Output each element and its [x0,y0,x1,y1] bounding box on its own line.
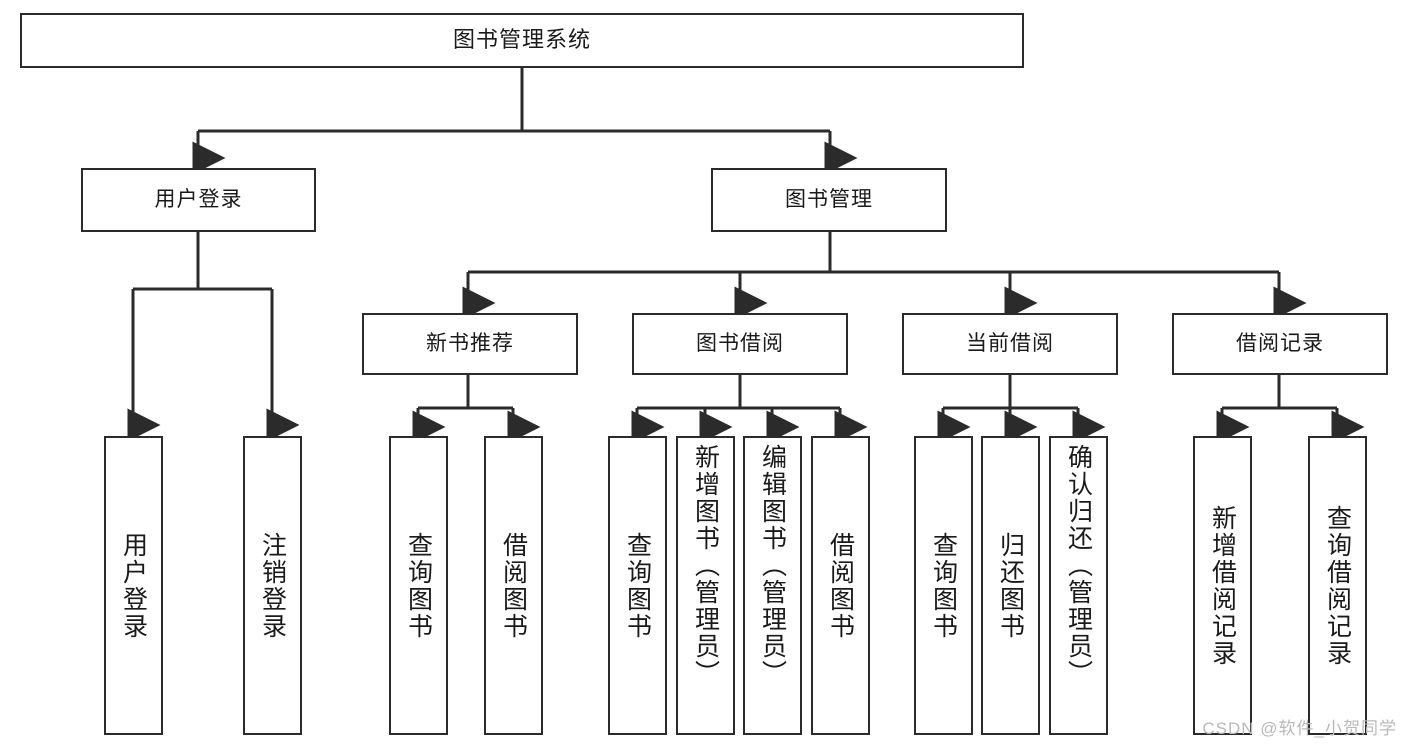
node-label: 确认归还（管理员） [1064,444,1093,687]
node-label: 图书管理系统 [452,27,591,53]
node-book-manage[interactable]: 图书管理 [711,168,947,232]
node-leaf-rec-borrow-book[interactable]: 借阅图书 [484,436,543,735]
node-current-borrow[interactable]: 当前借阅 [902,313,1118,375]
node-leaf-rec-query-book[interactable]: 查询图书 [389,436,448,735]
node-user-login[interactable]: 用户登录 [81,168,316,232]
node-label: 归还图书 [996,531,1025,640]
node-leaf-record-add[interactable]: 新增借阅记录 [1193,436,1252,735]
node-label: 查询图书 [929,531,958,640]
node-borrow-record[interactable]: 借阅记录 [1172,313,1388,375]
node-label: 查询图书 [623,531,652,640]
node-leaf-borrow-add-book[interactable]: 新增图书（管理员） [676,436,735,735]
node-label: 图书借阅 [696,332,784,356]
node-book-borrow[interactable]: 图书借阅 [632,313,848,375]
node-new-book-recommendation[interactable]: 新书推荐 [362,313,578,375]
watermark: CSDN @软件_小贺同学 [1202,719,1397,738]
node-label: 新增图书（管理员） [691,444,720,687]
node-leaf-current-confirm-return[interactable]: 确认归还（管理员） [1049,436,1108,735]
node-leaf-user-login[interactable]: 用户登录 [104,436,163,735]
node-leaf-current-return-book[interactable]: 归还图书 [981,436,1040,735]
node-label: 借阅记录 [1236,332,1324,356]
node-label: 图书管理 [785,188,873,212]
node-leaf-borrow-borrow-book[interactable]: 借阅图书 [811,436,870,735]
node-label: 查询图书 [404,531,433,640]
node-label: 用户登录 [154,188,243,212]
node-label: 新书推荐 [426,332,514,356]
node-leaf-user-logout[interactable]: 注销登录 [243,436,302,735]
node-leaf-borrow-edit-book[interactable]: 编辑图书（管理员） [743,436,802,735]
node-label: 新增借阅记录 [1208,504,1237,667]
node-label: 用户登录 [119,531,148,640]
node-root-book-management-system[interactable]: 图书管理系统 [20,13,1024,68]
node-label: 借阅图书 [826,531,855,640]
node-label: 查询借阅记录 [1323,504,1352,667]
node-label: 编辑图书（管理员） [758,444,787,687]
node-label: 当前借阅 [966,332,1054,356]
node-leaf-borrow-query-book[interactable]: 查询图书 [608,436,667,735]
node-leaf-record-query[interactable]: 查询借阅记录 [1308,436,1367,735]
node-label: 注销登录 [258,531,287,640]
node-label: 借阅图书 [499,531,528,640]
node-leaf-current-query-book[interactable]: 查询图书 [914,436,973,735]
